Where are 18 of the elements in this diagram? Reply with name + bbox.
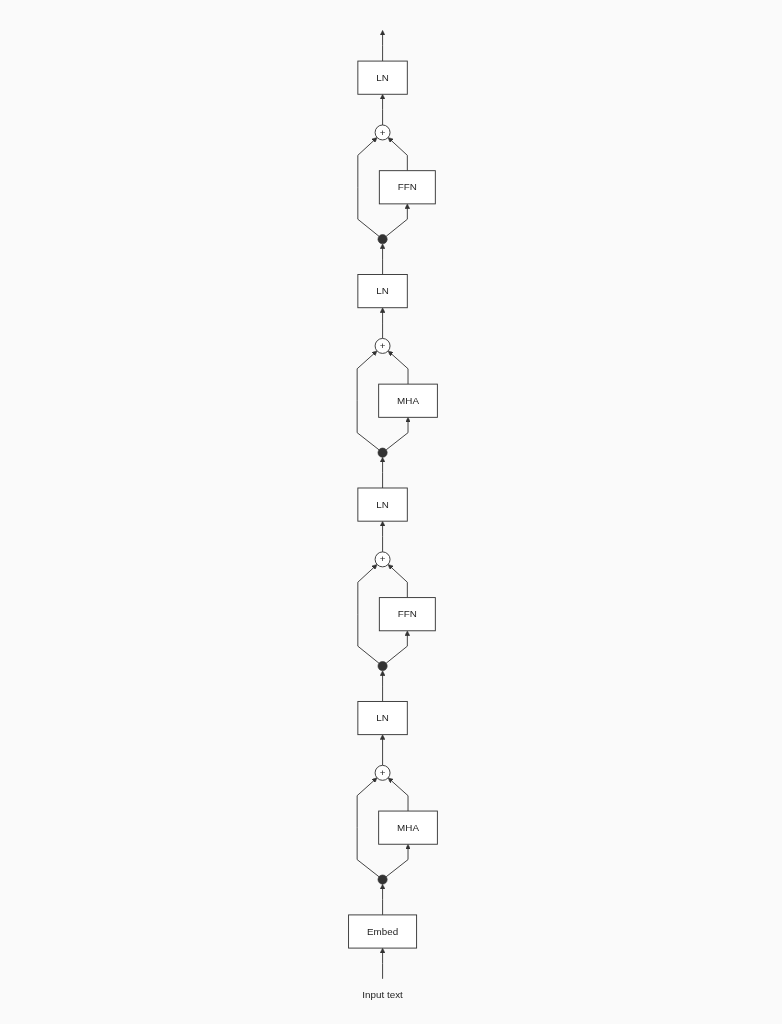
node-box: LN [357,60,409,95]
node-box: LN [357,701,409,736]
node-box: LN [357,274,409,309]
node-circle [378,874,388,885]
node-circle [378,661,388,672]
node-circle [378,234,388,245]
node-text: Input text [362,989,404,1001]
node-circle: + [375,551,391,568]
node-circle: + [375,124,391,141]
node-box: MHA [378,383,439,418]
node-box: MHA [378,810,439,845]
node-circle: + [375,338,391,354]
node-circle: + [375,764,391,781]
node-box: LN [357,487,409,522]
node-box: FFN [379,597,437,632]
node-circle [378,447,388,458]
node-box: FFN [379,170,437,205]
node-box: Embed [348,914,418,949]
